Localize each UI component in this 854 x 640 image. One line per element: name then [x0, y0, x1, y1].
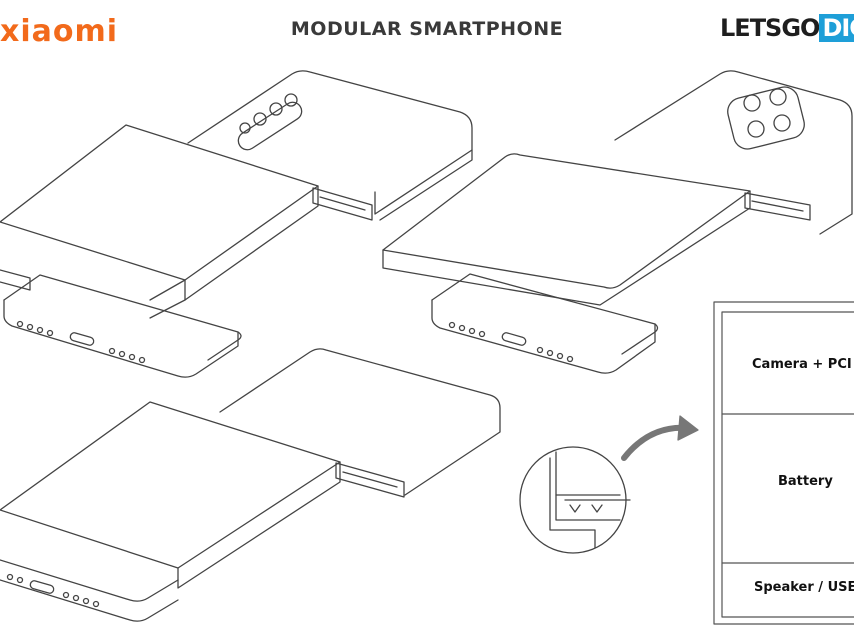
battery-module-top-face-3	[0, 401, 341, 569]
speaker-holes-2	[448, 321, 574, 363]
battery-module-front-2	[382, 190, 751, 306]
top-module-3	[219, 348, 501, 496]
logo-part-dig: DIG	[819, 14, 854, 42]
connector-detail-circle	[519, 446, 631, 554]
usb-port-1	[69, 332, 95, 346]
legend-battery-label: Battery	[778, 474, 833, 489]
legend-camera-label: Camera + PCI	[752, 357, 852, 372]
camera-quad-island	[727, 86, 805, 150]
letsgodigital-logo: LETSGODIG	[720, 14, 854, 42]
xiaomi-logo: xiaomi	[0, 14, 119, 49]
phone-exploded-dual-camera	[0, 70, 473, 378]
battery-module-top-face	[0, 124, 319, 281]
speaker-module-body-2	[431, 299, 656, 374]
connector-left-1	[0, 269, 31, 291]
connector-slot-2	[744, 192, 811, 221]
speaker-module-top-2	[431, 273, 659, 355]
legend-speaker-label: Speaker / USE	[754, 580, 854, 595]
connector-slot-1	[312, 187, 373, 221]
camera-rail-dual	[237, 93, 303, 151]
page-title: MODULAR SMARTPHONE	[290, 18, 564, 40]
phone-exploded-quad-camera	[382, 70, 853, 374]
arrow-head	[677, 415, 699, 441]
usb-port-2	[501, 332, 527, 346]
usb-port-3	[29, 580, 55, 594]
speaker-module-body-3	[0, 559, 179, 622]
camera-module-top	[187, 70, 473, 215]
camera-module-top-2	[614, 70, 853, 235]
speaker-module-top	[3, 274, 242, 361]
connector-slot-3	[335, 462, 405, 498]
battery-module-top-face-2	[382, 153, 751, 289]
battery-module-front-3	[177, 461, 341, 589]
phone-exploded-no-camera	[0, 348, 501, 622]
speaker-holes-1	[16, 320, 146, 364]
module-legend-box	[713, 301, 854, 625]
speaker-module-body	[3, 299, 239, 378]
battery-module-left	[149, 279, 186, 319]
camera-module-top-side	[379, 149, 473, 221]
logo-part-letsgo: LETSGO	[720, 14, 820, 42]
speaker-holes-3	[6, 573, 100, 608]
battery-module-front	[184, 185, 319, 301]
